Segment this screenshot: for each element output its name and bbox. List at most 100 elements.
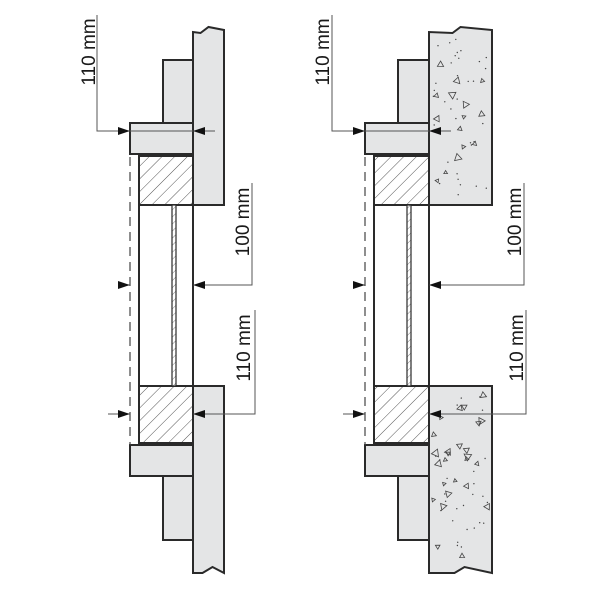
arrow-left-icon: [429, 410, 441, 418]
lower-block: [397, 475, 430, 541]
aggregate-dot: [460, 397, 462, 399]
aggregate-dot: [466, 528, 468, 531]
diagram-timber-wall: [96, 15, 256, 575]
aggregate-dot: [455, 117, 457, 120]
aggregate-mark: [431, 497, 437, 503]
dim-label-bottom-right: 110 mm: [507, 314, 528, 381]
upper-lintel-board: [364, 122, 430, 155]
arrow-right-icon: [118, 410, 130, 418]
aggregate-mark: [456, 404, 463, 412]
aggregate-dot: [457, 541, 459, 543]
lower-frame-section: [138, 385, 194, 444]
dim-line-bottom: [429, 310, 527, 415]
aggregate-mark: [460, 404, 468, 411]
aggregate-mark: [430, 448, 439, 458]
aggregate-dot: [450, 62, 452, 64]
aggregate-mark: [452, 477, 458, 483]
aggregate-dot: [435, 82, 437, 85]
aggregate-mark: [463, 453, 473, 462]
arrow-right-icon: [353, 410, 365, 418]
aggregate-mark: [461, 115, 467, 120]
aggregate-mark: [479, 391, 488, 398]
upper-frame-section: [373, 155, 430, 206]
aggregate-mark: [462, 447, 470, 455]
arrow-left-icon: [429, 127, 441, 135]
aggregate-mark: [445, 451, 452, 457]
aggregate-mark: [478, 416, 486, 426]
aggregate-mark: [482, 502, 490, 511]
aggregate-dot: [467, 80, 469, 83]
aggregate-dot: [485, 56, 487, 59]
lower-block: [162, 475, 194, 541]
aggregate-dot: [472, 493, 474, 496]
aggregate-dot: [440, 509, 442, 512]
dim-line-top: [331, 15, 451, 132]
dim-line-top: [96, 15, 215, 132]
aggregate-dot: [452, 520, 454, 522]
aggregate-dot: [437, 45, 439, 47]
aggregate-dot: [473, 483, 475, 485]
upper-block: [162, 59, 194, 124]
aggregate-mark: [458, 552, 466, 559]
aggregate-dot: [456, 98, 458, 100]
aggregate-mark: [462, 100, 471, 109]
aggregate-dot: [478, 60, 481, 63]
aggregate-mark: [462, 482, 469, 490]
arrow-left-icon: [193, 127, 205, 135]
aggregate-dot: [454, 55, 456, 57]
aggregate-mark: [432, 114, 440, 123]
upper-block: [397, 59, 430, 124]
aggregate-dot: [444, 101, 446, 103]
aggregate-mark: [475, 420, 482, 427]
aggregate-dot: [438, 182, 441, 185]
aggregate-mark: [473, 460, 480, 467]
aggregate-dot: [470, 144, 473, 146]
dim-label-middle-left: 100 mm: [233, 188, 254, 257]
aggregate-dot: [482, 122, 484, 125]
aggregate-dot: [447, 161, 449, 163]
diagram-concrete-wall: [331, 15, 527, 575]
arrow-right-icon: [118, 127, 130, 135]
aggregate-mark: [439, 415, 445, 421]
aggregate-dot: [486, 501, 489, 504]
aggregate-mark: [434, 544, 441, 550]
aggregate-dot: [484, 67, 487, 70]
dim-line-middle: [193, 183, 253, 286]
aggregate-mark: [442, 481, 447, 487]
dim-label-middle-right: 100 mm: [505, 188, 526, 257]
aggregate-dot: [444, 500, 447, 502]
aggregate-dot: [460, 546, 463, 548]
upper-frame-section: [138, 155, 194, 206]
aggregate-mark: [455, 443, 463, 450]
aggregate-dot: [473, 470, 475, 473]
dim-line-middle: [429, 183, 525, 286]
aggregate-dot: [483, 522, 485, 524]
aggregate-dot: [485, 187, 487, 189]
aggregate-dot: [460, 50, 462, 52]
concrete-wall-lower: [428, 385, 493, 575]
arrow-right-icon: [118, 281, 130, 289]
aggregate-dot: [459, 184, 462, 186]
aggregate-dot: [456, 173, 458, 175]
aggregate-mark: [445, 490, 453, 499]
arrow-right-icon: [353, 127, 365, 135]
arrow-left-icon: [429, 281, 441, 289]
timber-post-upper: [192, 25, 225, 206]
arrow-right-icon: [353, 281, 365, 289]
aggregate-dot: [456, 544, 459, 547]
aggregate-dot: [458, 57, 460, 59]
aggregate-dot: [479, 522, 481, 524]
aggregate-dot: [457, 194, 459, 196]
dim-label-top-right: 110 mm: [313, 18, 334, 85]
arrow-left-icon: [193, 410, 205, 418]
aggregate-dot: [473, 141, 475, 143]
aggregate-mark: [442, 456, 449, 462]
aggregate-dot: [456, 404, 458, 406]
aggregate-mark: [430, 431, 438, 438]
aggregate-dot: [456, 75, 459, 77]
concrete-wall-upper: [428, 25, 493, 206]
aggregate-mark: [456, 125, 463, 132]
aggregate-dot: [484, 457, 486, 460]
